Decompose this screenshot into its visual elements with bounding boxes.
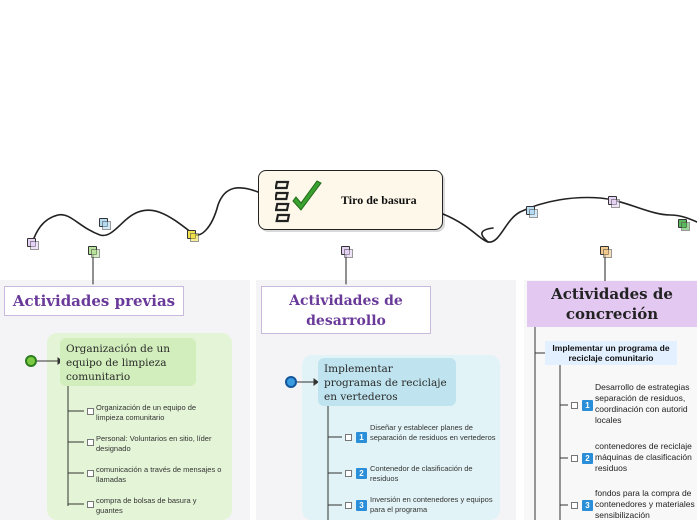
number-badge: 3: [582, 500, 593, 511]
marker-purple-right: [608, 196, 620, 208]
marker-orange-branch3: [600, 246, 612, 258]
number-badge: 3: [356, 500, 367, 511]
central-topic-title: Tiro de basura: [341, 193, 417, 207]
leaf-desarrollo-1[interactable]: Diseñar y establecer planes de separació…: [370, 423, 496, 442]
leaf-desarrollo-3[interactable]: Inversión en contenedores y equipos para…: [370, 495, 493, 514]
marker-purple-branch2: [341, 246, 353, 258]
leaf-concrecion-2[interactable]: contenedores de reciclaje máquinas de cl…: [595, 441, 692, 473]
checkbox[interactable]: [87, 470, 94, 477]
checkbox[interactable]: [571, 502, 578, 509]
leaf-previas-1[interactable]: Organización de un equipo de limpieza co…: [96, 403, 197, 422]
marker-blue-right: [526, 206, 538, 218]
leaf-previas-2[interactable]: Personal: Voluntarios en sitio, líder de…: [96, 434, 212, 453]
number-badge: 1: [356, 432, 367, 443]
collapse-toggle-desarrollo[interactable]: [285, 376, 297, 388]
checkbox[interactable]: [571, 402, 578, 409]
collapse-toggle-previas[interactable]: [25, 355, 37, 367]
checkbox[interactable]: [87, 501, 94, 508]
subtopic-concrecion[interactable]: Implementar un programa de reciclaje com…: [545, 341, 677, 365]
leaf-desarrollo-2[interactable]: Contenedor de clasificación de residuos: [370, 464, 473, 483]
branch-title-desarrollo[interactable]: Actividades de desarrollo: [261, 286, 431, 334]
checkbox[interactable]: [571, 455, 578, 462]
marker-blue-left: [99, 218, 111, 230]
marker-purple-left: [27, 238, 39, 250]
leaf-concrecion-3[interactable]: fondos para la compra de contenedores y …: [595, 488, 695, 520]
number-badge: 2: [582, 453, 593, 464]
branch-title-previas[interactable]: Actividades previas: [4, 286, 184, 316]
checkbox[interactable]: [345, 470, 352, 477]
checkbox[interactable]: [87, 408, 94, 415]
subtopic-desarrollo[interactable]: Implementar programas de reciclaje en ve…: [318, 358, 456, 406]
checkbox[interactable]: [87, 439, 94, 446]
number-badge: 1: [582, 400, 593, 411]
leaf-previas-4[interactable]: compra de bolsas de basura y guantes: [96, 496, 197, 515]
subtopic-previas[interactable]: Organización de un equipo de limpieza co…: [60, 338, 196, 386]
marker-green-right: [678, 219, 690, 231]
central-topic[interactable]: Tiro de basura: [258, 170, 443, 230]
checkbox[interactable]: [345, 502, 352, 509]
marker-green-branch1: [88, 246, 100, 258]
branch-title-concrecion[interactable]: Actividades de concreción: [527, 281, 697, 327]
marker-yellow: [187, 230, 199, 242]
checkbox[interactable]: [345, 434, 352, 441]
leaf-previas-3[interactable]: comunicación a través de mensajes o llam…: [96, 465, 222, 484]
checklist-icon: [275, 180, 322, 223]
number-badge: 2: [356, 468, 367, 479]
leaf-concrecion-1[interactable]: Desarrollo de estrategias separación de …: [595, 382, 690, 425]
